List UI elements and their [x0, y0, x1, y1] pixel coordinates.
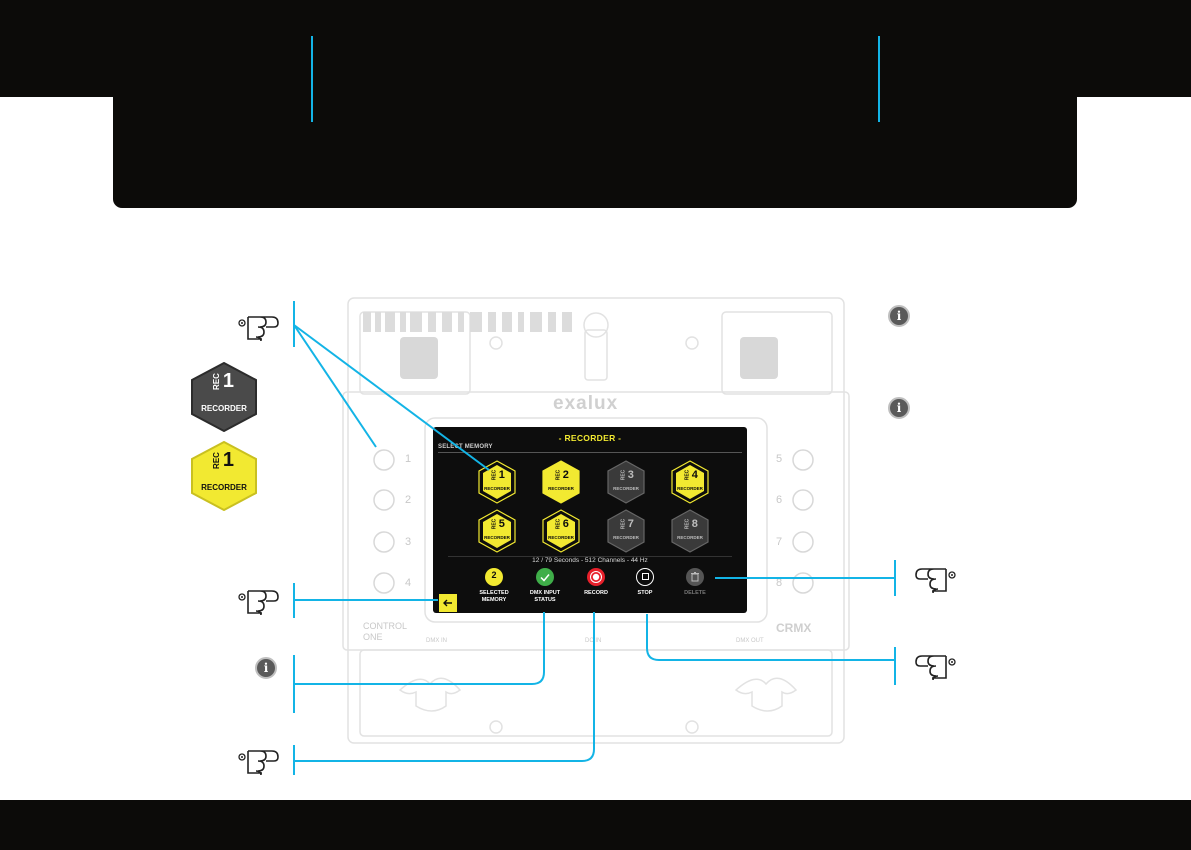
- legend-recorded-number: REC1: [211, 449, 235, 471]
- back-button[interactable]: [439, 594, 457, 612]
- memory-number: REC3: [620, 469, 634, 481]
- device-button-3[interactable]: 3: [405, 536, 412, 548]
- device-button-5[interactable]: 5: [776, 453, 783, 465]
- memory-label: RECORDER: [548, 535, 574, 540]
- stop-icon: [636, 568, 654, 586]
- pointing-hand-icon: [915, 568, 956, 594]
- memory-label: RECORDER: [484, 535, 510, 540]
- selected-memory-number: 2: [491, 570, 497, 580]
- selected-memory-label: SELECTED MEMORY: [479, 590, 509, 603]
- check-icon: [536, 568, 554, 586]
- delete-button[interactable]: DELETE: [665, 568, 725, 597]
- footer-bar: [0, 800, 1191, 850]
- selected-memory-button[interactable]: 2 SELECTED MEMORY: [464, 568, 524, 604]
- memory-number: REC8: [684, 518, 698, 530]
- info-icon: i: [888, 397, 910, 419]
- selected-memory-icon: 2: [485, 568, 503, 586]
- memory-number: REC1: [491, 469, 505, 481]
- device-button-2[interactable]: 2: [405, 494, 412, 506]
- memory-number: REC2: [555, 469, 569, 481]
- memory-number: REC7: [620, 518, 634, 530]
- memory-label: RECORDER: [613, 486, 639, 491]
- memory-label: RECORDER: [677, 535, 703, 540]
- screen-title: - RECORDER -: [558, 433, 622, 443]
- header-panel: [113, 60, 1077, 208]
- info-rule-top: [448, 556, 732, 557]
- legend-recorded-memory: REC1 RECORDER: [190, 440, 258, 512]
- memory-label: RECORDER: [677, 486, 703, 491]
- port-dmx-out: DMX OUT: [736, 638, 764, 644]
- delete-label: DELETE: [684, 590, 706, 596]
- legend-recorded-label: RECORDER: [201, 483, 247, 492]
- recording-info: 12 / 79 Seconds - 512 Channels - 44 Hz: [532, 557, 648, 564]
- brand-logo: exalux: [553, 393, 619, 414]
- pointing-hand-icon: [238, 316, 279, 342]
- header-divider-right: [878, 36, 880, 122]
- device-label: CONTROL ONE: [363, 621, 407, 642]
- select-memory-label: SELECT MEMORY: [438, 444, 493, 450]
- record-label: RECORD: [584, 590, 608, 596]
- header-rule: [438, 452, 742, 453]
- memory-number: REC6: [555, 518, 569, 530]
- memory-label: RECORDER: [548, 486, 574, 491]
- memory-label: RECORDER: [613, 535, 639, 540]
- back-arrow-icon: [443, 599, 452, 607]
- pointing-hand-icon: [238, 750, 279, 776]
- stop-button[interactable]: STOP: [615, 568, 675, 597]
- device-button-4[interactable]: 4: [405, 577, 412, 589]
- pointing-hand-icon: [238, 590, 279, 616]
- model-logo: CRMX: [776, 621, 812, 635]
- legend-empty-label: RECORDER: [201, 404, 247, 413]
- header-divider-left: [311, 36, 313, 122]
- memory-number: REC4: [684, 469, 698, 481]
- memory-number: REC5: [491, 518, 505, 530]
- device-button-8[interactable]: 8: [776, 577, 783, 589]
- stop-label: STOP: [637, 590, 653, 596]
- record-icon: [587, 568, 605, 586]
- pointing-hand-icon: [915, 655, 956, 681]
- trash-icon: [686, 568, 704, 586]
- port-dmx-in: DMX IN: [426, 638, 447, 644]
- device-button-1[interactable]: 1: [405, 453, 412, 465]
- dmx-input-status-button[interactable]: DMX INPUT STATUS: [515, 568, 575, 604]
- legend-empty-number: REC1: [211, 370, 235, 392]
- dmx-input-status-label: DMX INPUT STATUS: [529, 590, 561, 603]
- info-icon: i: [888, 305, 910, 327]
- legend-empty-memory: REC1 RECORDER: [190, 361, 258, 433]
- info-icon: i: [255, 657, 277, 679]
- device-button-7[interactable]: 7: [776, 536, 783, 548]
- device-button-6[interactable]: 6: [776, 494, 783, 506]
- record-button[interactable]: RECORD: [566, 568, 626, 597]
- memory-label: RECORDER: [484, 486, 510, 491]
